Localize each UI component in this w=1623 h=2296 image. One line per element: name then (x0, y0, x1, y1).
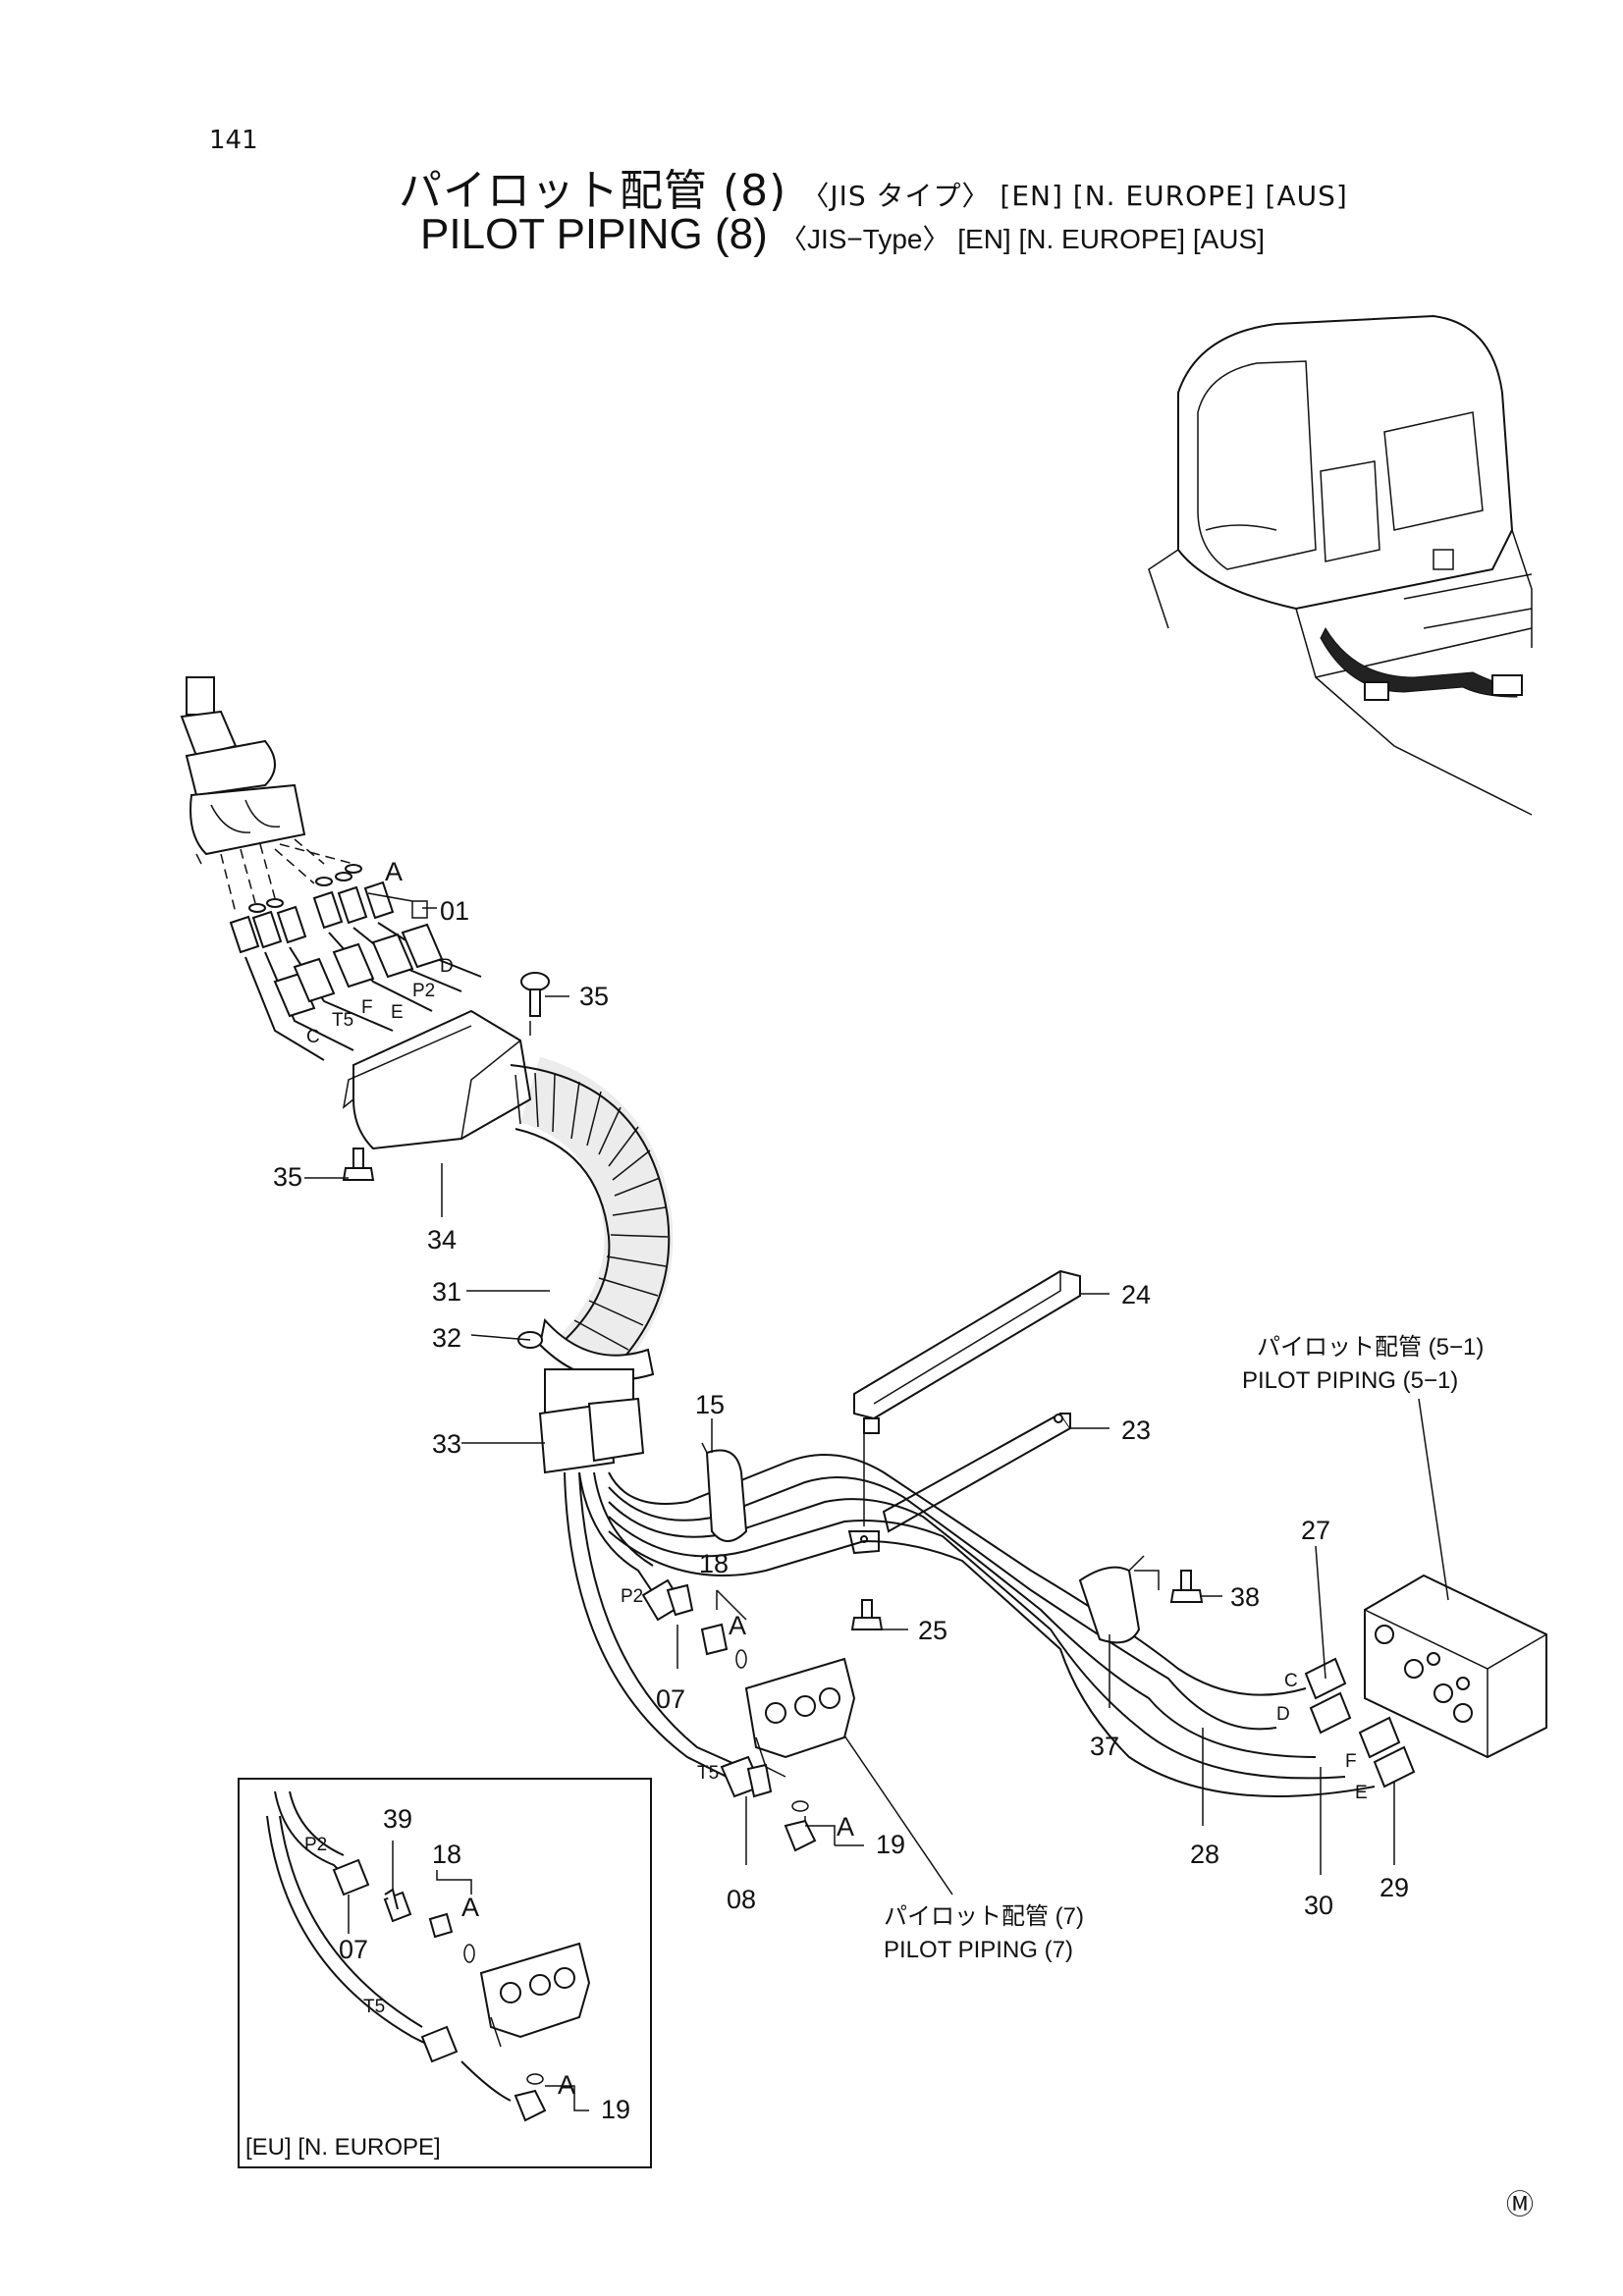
page-title-english: PILOT PIPING (8) 〈JIS−Type〉 [EN] [N. EUR… (420, 210, 1265, 259)
ref-pilot-5-1-jp: パイロット配管 (5−1) (1257, 1334, 1484, 1361)
label-37: 37 (1090, 1732, 1119, 1761)
label-24: 24 (1121, 1280, 1151, 1309)
inset-port-T5: T5 (363, 1997, 385, 2017)
pilot-valve-assembly (180, 676, 532, 1150)
label-31: 31 (432, 1277, 461, 1307)
port-D-valve: D (1276, 1704, 1290, 1725)
rail-and-bar (847, 1269, 1081, 1555)
bolt-35-upper (520, 972, 550, 1017)
port-C-valve: C (1284, 1671, 1298, 1691)
port-T5: T5 (332, 1010, 353, 1031)
title-en-sub: 〈JIS−Type〉 [EN] [N. EUROPE] [AUS] (779, 224, 1265, 254)
label-19: 19 (876, 1830, 905, 1859)
m-mark: Ⓜ (1506, 2188, 1534, 2220)
title-jp-main: パイロット配管 (8) (399, 166, 787, 216)
port-C: C (306, 1027, 320, 1047)
label-28: 28 (1190, 1840, 1219, 1869)
label-08: 08 (727, 1885, 756, 1914)
adapter-18 (700, 1623, 729, 1656)
cross-references: パイロット配管 (5−1) PILOT PIPING (5−1) パイロット配管… (884, 1334, 1484, 1963)
port-D: D (440, 956, 454, 977)
label-27: 27 (1301, 1516, 1330, 1545)
control-valve-block (1364, 1574, 1547, 1759)
inset-label-18: 18 (432, 1840, 461, 1869)
o-ring-upper (735, 1649, 747, 1669)
ref-pilot-5-1-en: PILOT PIPING (5−1) (1242, 1367, 1458, 1394)
inset-port-P2: P2 (304, 1835, 327, 1855)
label-23: 23 (1121, 1415, 1151, 1445)
ref-pilot-7-jp: パイロット配管 (7) (884, 1903, 1084, 1930)
page-number: 141 (209, 126, 258, 155)
inset-eu-variant: 39 18 07 19 P2 A T5 A [EU] [N. EUROPE] (238, 1778, 652, 2168)
main-hose-bundle (564, 1442, 1376, 1797)
label-30: 30 (1304, 1891, 1333, 1920)
label-35-lower: 35 (273, 1162, 302, 1192)
cab-illustration (1148, 314, 1533, 816)
corrugated-tube (510, 1056, 674, 1474)
label-15: 15 (695, 1390, 725, 1419)
bolt-38 (1169, 1570, 1204, 1603)
port-A-upper: A (385, 857, 403, 886)
port-T5-hose: T5 (697, 1763, 719, 1784)
inset-label-39: 39 (383, 1804, 412, 1834)
port-A-lower: A (837, 1812, 854, 1842)
inset-label-19: 19 (601, 2095, 630, 2124)
label-35-upper: 35 (579, 982, 609, 1011)
inset-label-07: 07 (339, 1935, 368, 1964)
shuttle-valve-block (744, 1657, 856, 1778)
leader-lines (304, 892, 1449, 1896)
port-labels: A D P2 F E T5 C P2 A T5 A C D F E (306, 857, 1368, 1842)
label-34: 34 (427, 1225, 457, 1255)
port-F-valve: F (1345, 1751, 1357, 1772)
port-E-valve: E (1355, 1783, 1368, 1803)
port-E: E (391, 1002, 404, 1023)
port-P2-hose: P2 (621, 1586, 643, 1607)
inset-port-A-upper: A (461, 1893, 479, 1922)
inset-port-A-lower: A (558, 2070, 575, 2100)
part-labels: 01 35 35 34 31 32 33 24 23 15 18 07 08 1… (273, 896, 1409, 1920)
elbow-19 (784, 1819, 817, 1852)
label-38: 38 (1230, 1582, 1260, 1612)
label-32: 32 (432, 1323, 461, 1353)
title-jp-sub: 〈JIS タイプ〉 [EN] [N. EUROPE] [AUS] (801, 180, 1348, 212)
title-en-main: PILOT PIPING (8) (420, 210, 768, 258)
valve-hose-fittings (1304, 1657, 1416, 1789)
page-title-japanese: パイロット配管 (8) 〈JIS タイプ〉 [EN] [N. EUROPE] [… (399, 155, 1348, 218)
label-18: 18 (699, 1549, 729, 1578)
o-ring-lower (791, 1800, 809, 1812)
fitting-07 (641, 1578, 694, 1622)
fitting-08 (720, 1755, 773, 1798)
port-F: F (361, 997, 373, 1018)
port-A-mid: A (729, 1611, 746, 1640)
label-29: 29 (1380, 1873, 1409, 1902)
hose-fittings-upper (229, 864, 395, 954)
inset-caption: [EU] [N. EUROPE] (245, 2134, 441, 2161)
bolt-25 (850, 1599, 884, 1630)
label-07: 07 (656, 1684, 685, 1714)
label-33: 33 (432, 1429, 461, 1459)
ref-pilot-7-en: PILOT PIPING (7) (884, 1937, 1073, 1963)
port-P2: P2 (412, 981, 435, 1001)
label-01: 01 (440, 896, 469, 926)
label-25: 25 (918, 1616, 947, 1645)
bolt-35-lower (342, 1148, 375, 1181)
